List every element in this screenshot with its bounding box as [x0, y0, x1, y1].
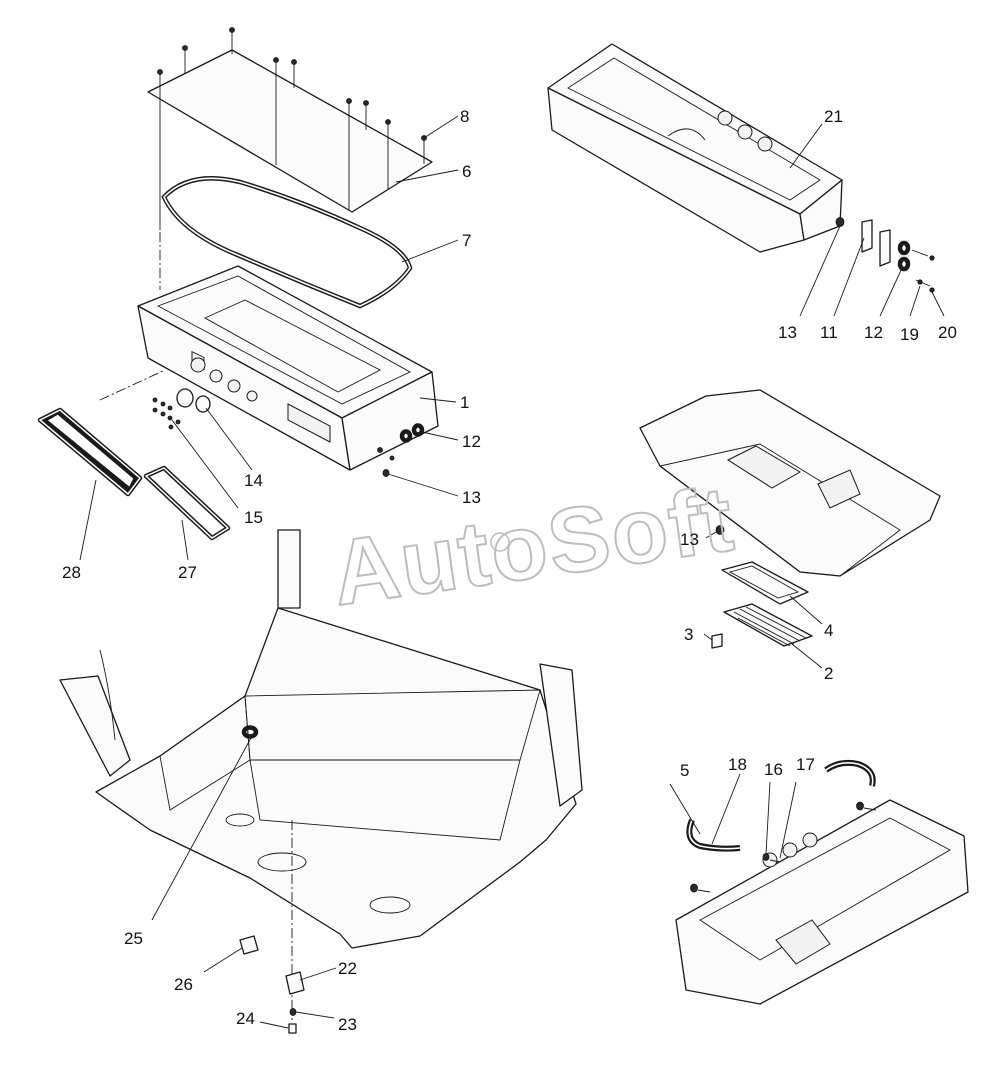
- filter-parts-2-3-4: [711, 561, 813, 649]
- callout-labels: 8 6 7 1 12 13 14 15 28 27 21 13 11 12 19…: [62, 107, 957, 1034]
- cover-bolts: [157, 27, 427, 230]
- callout-13-middle-right: 13: [680, 530, 699, 549]
- vehicle-frame-underside: [59, 529, 583, 1034]
- callout-13-left: 13: [462, 488, 481, 507]
- housing-21: [547, 43, 843, 253]
- callout-11: 11: [820, 323, 838, 342]
- callout-1: 1: [460, 393, 469, 412]
- callout-17: 17: [796, 755, 815, 774]
- callout-7: 7: [462, 231, 471, 250]
- callout-25: 25: [124, 929, 143, 948]
- callout-22: 22: [338, 959, 357, 978]
- gaskets-27-28: [37, 369, 231, 541]
- callout-2: 2: [824, 664, 833, 683]
- callout-3: 3: [684, 625, 693, 644]
- callout-16: 16: [764, 760, 783, 779]
- fittings-14-15: [152, 388, 211, 430]
- callout-4: 4: [824, 621, 833, 640]
- watermark: AutoSoft: [326, 468, 741, 625]
- bracket-parts-11-20: [835, 217, 935, 293]
- housing-1: [137, 265, 439, 471]
- callout-12-top-right: 12: [864, 323, 883, 342]
- callout-6: 6: [462, 162, 471, 181]
- plugs-12-13-left: [382, 423, 425, 477]
- callout-18: 18: [728, 755, 747, 774]
- callout-20: 20: [938, 323, 957, 342]
- callout-26: 26: [174, 975, 193, 994]
- callout-19: 19: [900, 325, 919, 344]
- callout-13-top-right: 13: [778, 323, 797, 342]
- housing-underside: [639, 389, 941, 577]
- callout-12-left: 12: [462, 432, 481, 451]
- callout-21: 21: [824, 107, 843, 126]
- callout-24: 24: [236, 1009, 255, 1028]
- callout-5: 5: [680, 761, 689, 780]
- cover-plate-assembly: [147, 27, 433, 309]
- housing-bottom-right: [675, 799, 969, 1005]
- callout-15: 15: [244, 508, 263, 527]
- callout-28: 28: [62, 563, 81, 582]
- callout-27: 27: [178, 563, 197, 582]
- callout-23: 23: [338, 1015, 357, 1034]
- cover-plate: [147, 49, 433, 213]
- leader-lines: [79, 115, 945, 1029]
- callout-14: 14: [244, 471, 263, 490]
- hose-parts-5-16-17-18: [686, 759, 877, 893]
- callout-8: 8: [460, 107, 469, 126]
